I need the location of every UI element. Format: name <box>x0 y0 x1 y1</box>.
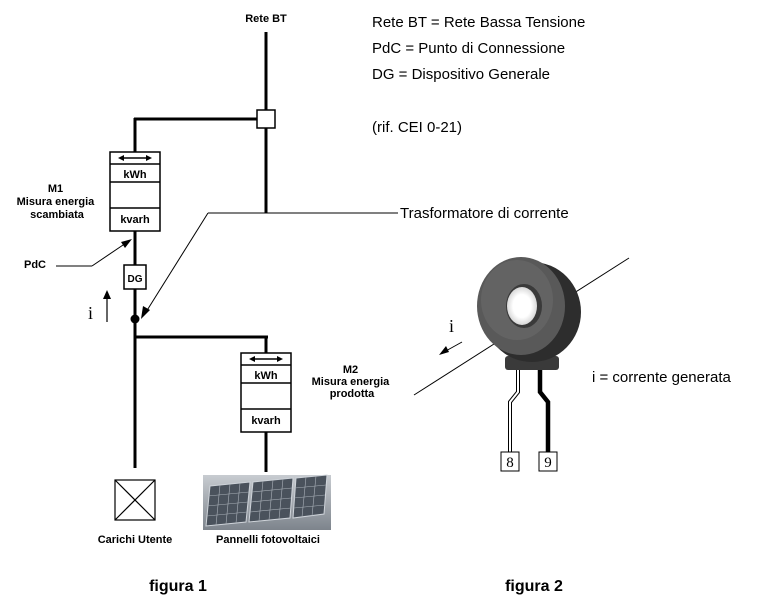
figure-1-caption: figura 1 <box>149 578 207 595</box>
pdc-arrow-icon <box>121 239 132 248</box>
terminal-9-label: 9 <box>544 455 552 471</box>
loads-label: Carichi Utente <box>98 534 173 546</box>
ct-arrow-icon <box>141 306 150 319</box>
legend-line: Rete BT = Rete Bassa Tensione <box>372 14 585 31</box>
wire-white <box>508 370 520 452</box>
panels-label: Pannelli fotovoltaici <box>216 534 320 546</box>
figure-2-caption: figura 2 <box>505 578 563 595</box>
legend-line: PdC = Punto di Connessione <box>372 40 565 57</box>
legend-line: DG = Dispositivo Generale <box>372 66 550 83</box>
m2-label: M2 Misura energia prodotta <box>312 364 393 400</box>
ct-label: Trasformatore di corrente <box>400 205 569 222</box>
wire-black <box>537 370 551 452</box>
figure-2: Trasformatore di corrente i <box>141 205 731 595</box>
solar-panels-icon <box>203 474 331 530</box>
figure-1: Rete BT kWh kvarh M1 Misura energia scam… <box>17 13 393 595</box>
current-label-fig1: i <box>88 303 93 323</box>
terminal-9 <box>538 451 558 472</box>
dg-label: DG <box>128 274 143 285</box>
pdc-label: PdC <box>24 259 46 271</box>
meter-m2: kWh kvarh <box>240 352 292 433</box>
current-transformer-icon <box>477 257 581 370</box>
current-note: i = corrente generata <box>592 369 731 386</box>
current-label-fig2: i <box>449 316 454 336</box>
legend-line: (rif. CEI 0-21) <box>372 119 462 136</box>
m1-label: M1 Misura energia scambiata <box>17 183 98 221</box>
grid-label: Rete BT <box>245 13 287 25</box>
meter-m1-kwh: kWh <box>123 169 147 181</box>
meter-m1: kWh kvarh <box>109 151 161 232</box>
meter-m2-kwh: kWh <box>254 370 278 382</box>
meter-m1-kvarh: kvarh <box>120 214 150 226</box>
meter-m2-kvarh: kvarh <box>251 415 281 427</box>
user-loads-icon <box>114 479 156 521</box>
terminal-8-label: 8 <box>506 455 514 471</box>
connection-box <box>256 109 276 129</box>
legend: Rete BT = Rete Bassa Tensione PdC = Punt… <box>372 14 585 136</box>
terminal-8 <box>500 451 520 472</box>
